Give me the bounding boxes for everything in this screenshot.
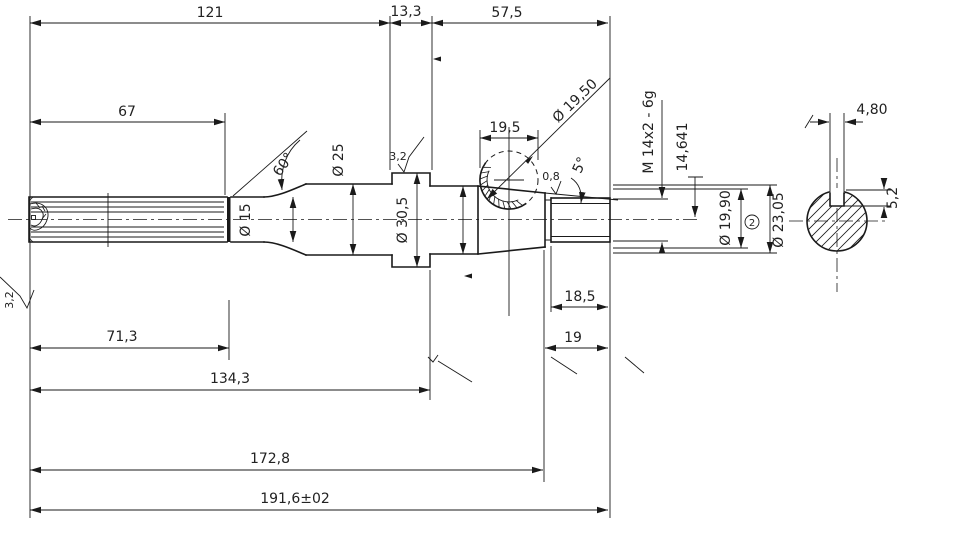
dim-18-5: 18,5 bbox=[564, 289, 595, 305]
end-view-hatching bbox=[807, 191, 867, 251]
dim-134-3: 134,3 bbox=[210, 371, 250, 387]
dim-dia-19-90: Ø 19,90 bbox=[718, 190, 734, 246]
dim-dia-15: Ø 15 bbox=[238, 203, 254, 236]
end-view: 4,80 5,2 bbox=[789, 102, 901, 292]
chamfer-callout: 60° bbox=[232, 130, 308, 197]
finish-mark-small bbox=[427, 354, 473, 383]
dim-dia-30-5: Ø 30,5 bbox=[395, 197, 411, 244]
edge-leader-lines bbox=[550, 356, 645, 375]
spline-end-face bbox=[227, 197, 231, 242]
dim-thread: M 14x2 - 6g bbox=[641, 90, 657, 173]
flange-finish: 3,2 bbox=[389, 136, 425, 173]
dim-19-5: 19,5 bbox=[489, 120, 520, 136]
dim-191-6: 191,6±02 bbox=[260, 491, 330, 507]
dim-57-5: 57,5 bbox=[491, 5, 522, 21]
ball-detail bbox=[479, 127, 539, 316]
dimensions: 121 13,3 57,5 67 71,3 134,3 172,8 191,6±… bbox=[29, 4, 787, 518]
surface-finish-left: 3,2 bbox=[3, 291, 16, 309]
flange bbox=[391, 172, 431, 268]
taper-callout: 5° 0,8 bbox=[542, 155, 619, 204]
spline-runout-curl bbox=[29, 202, 49, 231]
roughness-icon bbox=[550, 180, 562, 195]
angle-60-label: 60° bbox=[270, 150, 297, 180]
balloon-2-number: 2 bbox=[749, 218, 755, 229]
front-view: 60° 5° 0,8 Ø 19,50 3,2 3,2 bbox=[0, 76, 700, 316]
dim-dia-25: Ø 25 bbox=[331, 143, 347, 176]
extension-lines bbox=[29, 16, 777, 518]
dim-5-2: 5,2 bbox=[885, 187, 901, 209]
dim-19: 19 bbox=[564, 330, 582, 346]
dim-13-3: 13,3 bbox=[390, 4, 421, 20]
spline-section bbox=[28, 193, 231, 247]
threaded-end bbox=[550, 197, 611, 243]
dim-4-80: 4,80 bbox=[856, 102, 887, 118]
dim-172-8: 172,8 bbox=[250, 451, 290, 467]
shaft-body bbox=[230, 172, 611, 268]
surface-finish-flange: 3,2 bbox=[389, 150, 407, 163]
dim-71-3: 71,3 bbox=[106, 329, 137, 345]
end-view-centerlines bbox=[789, 158, 886, 292]
dim-14-641: 14,641 bbox=[675, 123, 691, 172]
dim-67: 67 bbox=[118, 104, 136, 120]
keyway-slot bbox=[829, 192, 845, 207]
cone-section bbox=[477, 185, 546, 255]
dim-dia-23-05: Ø 23,05 bbox=[771, 192, 787, 248]
spline-teeth-lines bbox=[31, 201, 224, 238]
balloon-2: 2 bbox=[744, 214, 760, 230]
left-finish: 3,2 bbox=[0, 276, 35, 310]
dim-121: 121 bbox=[197, 5, 224, 21]
angle-5-label: 5° bbox=[570, 155, 591, 176]
surface-finish-cone: 0,8 bbox=[542, 170, 560, 183]
dim-dia-19-50: Ø 19,50 bbox=[550, 76, 601, 126]
keyway-cutout bbox=[829, 188, 845, 206]
